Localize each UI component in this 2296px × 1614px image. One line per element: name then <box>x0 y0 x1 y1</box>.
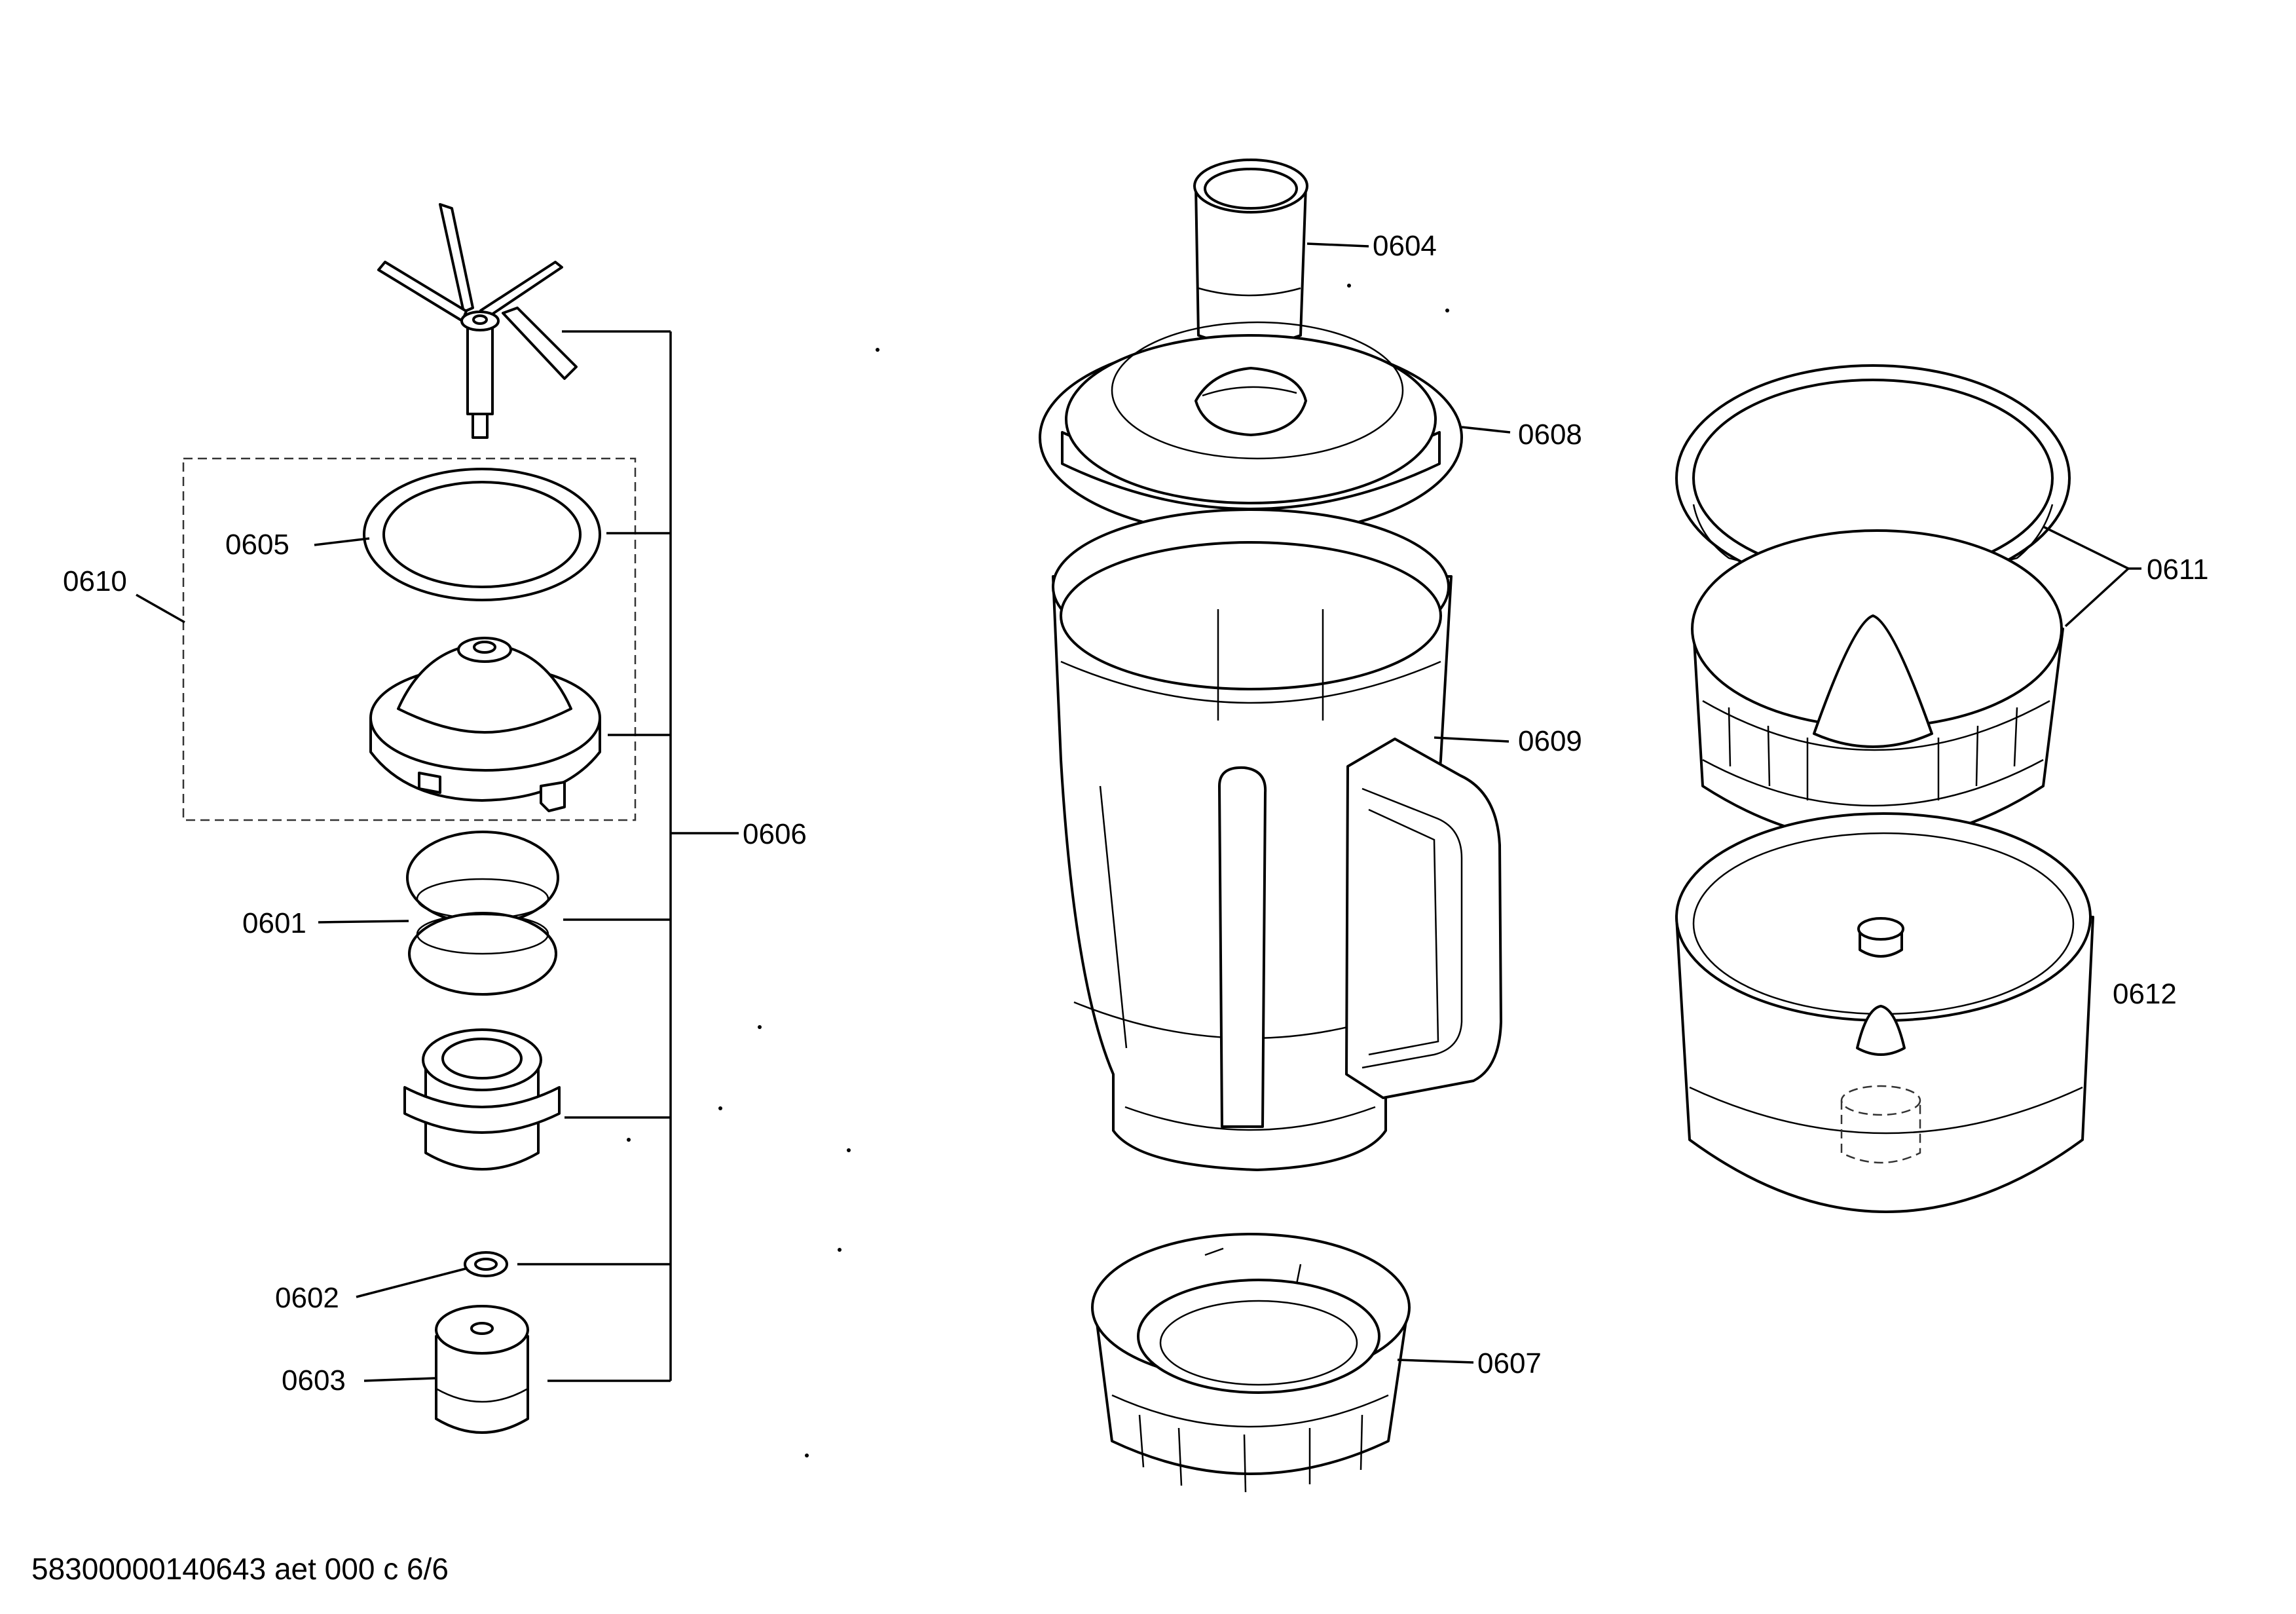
label-0608: 0608 <box>1518 419 1582 451</box>
drive-coupling-0603 <box>435 1305 529 1434</box>
label-0604: 0604 <box>1373 230 1437 262</box>
blade-assembly-group <box>136 203 739 1434</box>
label-0610: 0610 <box>63 565 127 597</box>
citrus-reamer-basket <box>1691 529 2064 842</box>
label-0602: 0602 <box>275 1282 339 1314</box>
bracket-0606 <box>517 330 739 1382</box>
juice-bowl-0612 <box>1675 812 2094 1213</box>
spring-rings-0601 <box>406 831 559 996</box>
leader-0611-a <box>2043 525 2129 570</box>
washer-0602 <box>464 1251 508 1277</box>
bearing-housing-part <box>403 1028 561 1171</box>
jar-base-ring-0607 <box>1091 1233 1411 1493</box>
measuring-cup-0604 <box>1193 159 1308 346</box>
seal-ring-0605 <box>363 468 601 601</box>
leader-0611-b <box>2064 567 2130 628</box>
citrus-press-group <box>1675 364 2141 1213</box>
blade-part <box>377 203 578 439</box>
label-0607: 0607 <box>1477 1347 1542 1379</box>
leader-0607 <box>1397 1359 1474 1364</box>
label-0605: 0605 <box>225 529 289 561</box>
blender-jar-group <box>1039 159 1511 1493</box>
coupling-cone-part <box>369 637 601 812</box>
leader-0609 <box>1434 736 1509 743</box>
label-0611: 0611 <box>2147 554 2209 586</box>
document-footer-code: 58300000140643 aet 000 c 6/6 <box>31 1552 449 1586</box>
leader-0601 <box>318 920 409 924</box>
leader-0610 <box>136 593 185 624</box>
group-0610-box <box>182 457 637 821</box>
leader-0604 <box>1306 242 1369 248</box>
jar-body-0609 <box>1052 508 1502 1171</box>
label-0606: 0606 <box>743 818 807 850</box>
citrus-ring-0611 <box>1675 364 2071 592</box>
label-0601: 0601 <box>242 907 306 939</box>
lid-0608 <box>1039 321 1463 537</box>
part-labels: 0604 0608 0605 0610 0611 0609 0606 0601 … <box>63 230 2209 1397</box>
label-0603: 0603 <box>282 1364 346 1397</box>
leader-0603 <box>363 1377 435 1382</box>
leader-0605 <box>314 537 370 546</box>
leader-0602 <box>356 1267 468 1298</box>
leader-0608 <box>1461 426 1511 434</box>
label-0612: 0612 <box>2113 978 2177 1010</box>
speck-dots <box>627 284 1449 1457</box>
label-0609: 0609 <box>1518 725 1582 757</box>
